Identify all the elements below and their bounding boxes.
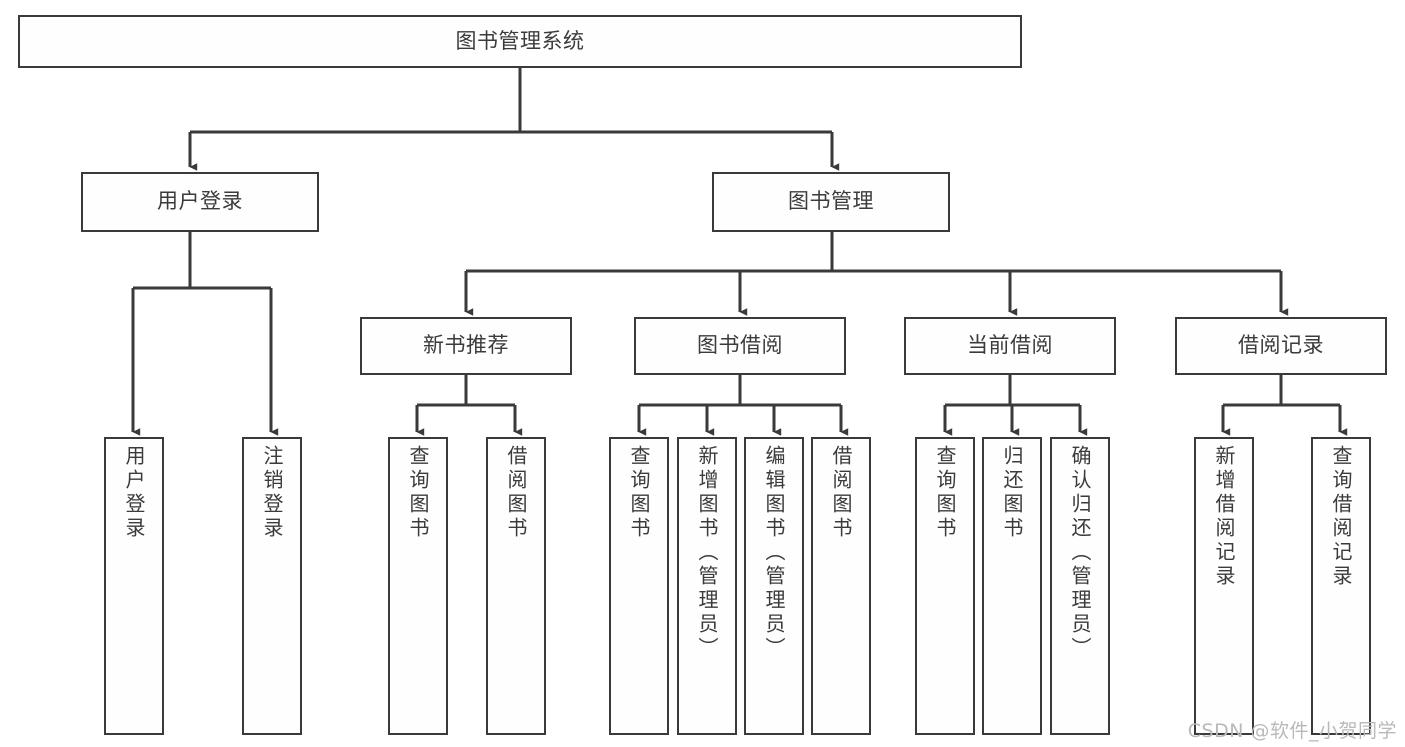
node-label: 查询图书 [627,445,651,541]
leaf-user-login[interactable]: 用户登录 [104,437,164,735]
node-label: 用户登录 [122,445,146,541]
node-label: 确认归还（管理员） [1068,445,1092,661]
node-root-system[interactable]: 图书管理系统 [18,15,1022,68]
node-label: 新增图书（管理员） [695,445,719,661]
node-label: 查询图书 [406,445,430,541]
leaf-br-add-record[interactable]: 新增借阅记录 [1194,437,1254,735]
node-label: 借阅图书 [829,445,853,541]
node-user-login[interactable]: 用户登录 [81,172,319,232]
node-label: 图书借阅 [697,333,783,358]
node-book-borrow[interactable]: 图书借阅 [634,317,846,375]
node-label: 归还图书 [1000,445,1024,541]
node-label: 图书管理 [788,189,874,214]
node-label: 新书推荐 [423,333,509,358]
node-label: 查询借阅记录 [1329,445,1353,589]
node-new-book-recommend[interactable]: 新书推荐 [360,317,572,375]
leaf-nb-query-book[interactable]: 查询图书 [388,437,448,735]
leaf-bb-edit-book-admin[interactable]: 编辑图书（管理员） [744,437,804,735]
node-label: 借阅记录 [1238,333,1324,358]
leaf-bb-add-book-admin[interactable]: 新增图书（管理员） [677,437,737,735]
leaf-cb-return-book[interactable]: 归还图书 [982,437,1042,735]
node-label: 编辑图书（管理员） [762,445,786,661]
watermark-text: CSDN @软件_小贺同学 [1187,720,1397,742]
leaf-bb-borrow-book[interactable]: 借阅图书 [811,437,871,735]
node-label: 图书管理系统 [455,28,585,53]
node-label: 当前借阅 [967,333,1053,358]
node-borrow-records[interactable]: 借阅记录 [1175,317,1387,375]
leaf-cb-query-book[interactable]: 查询图书 [915,437,975,735]
node-label: 借阅图书 [504,445,528,541]
leaf-cb-confirm-return-admin[interactable]: 确认归还（管理员） [1050,437,1110,735]
leaf-bb-query-book[interactable]: 查询图书 [609,437,669,735]
node-book-management[interactable]: 图书管理 [712,172,950,232]
leaf-nb-borrow-book[interactable]: 借阅图书 [486,437,546,735]
node-label: 查询图书 [933,445,957,541]
node-label: 新增借阅记录 [1212,445,1236,589]
leaf-logout[interactable]: 注销登录 [242,437,302,735]
node-current-borrow[interactable]: 当前借阅 [904,317,1116,375]
node-label: 用户登录 [157,189,243,214]
node-label: 注销登录 [260,445,284,541]
leaf-br-query-record[interactable]: 查询借阅记录 [1311,437,1371,735]
